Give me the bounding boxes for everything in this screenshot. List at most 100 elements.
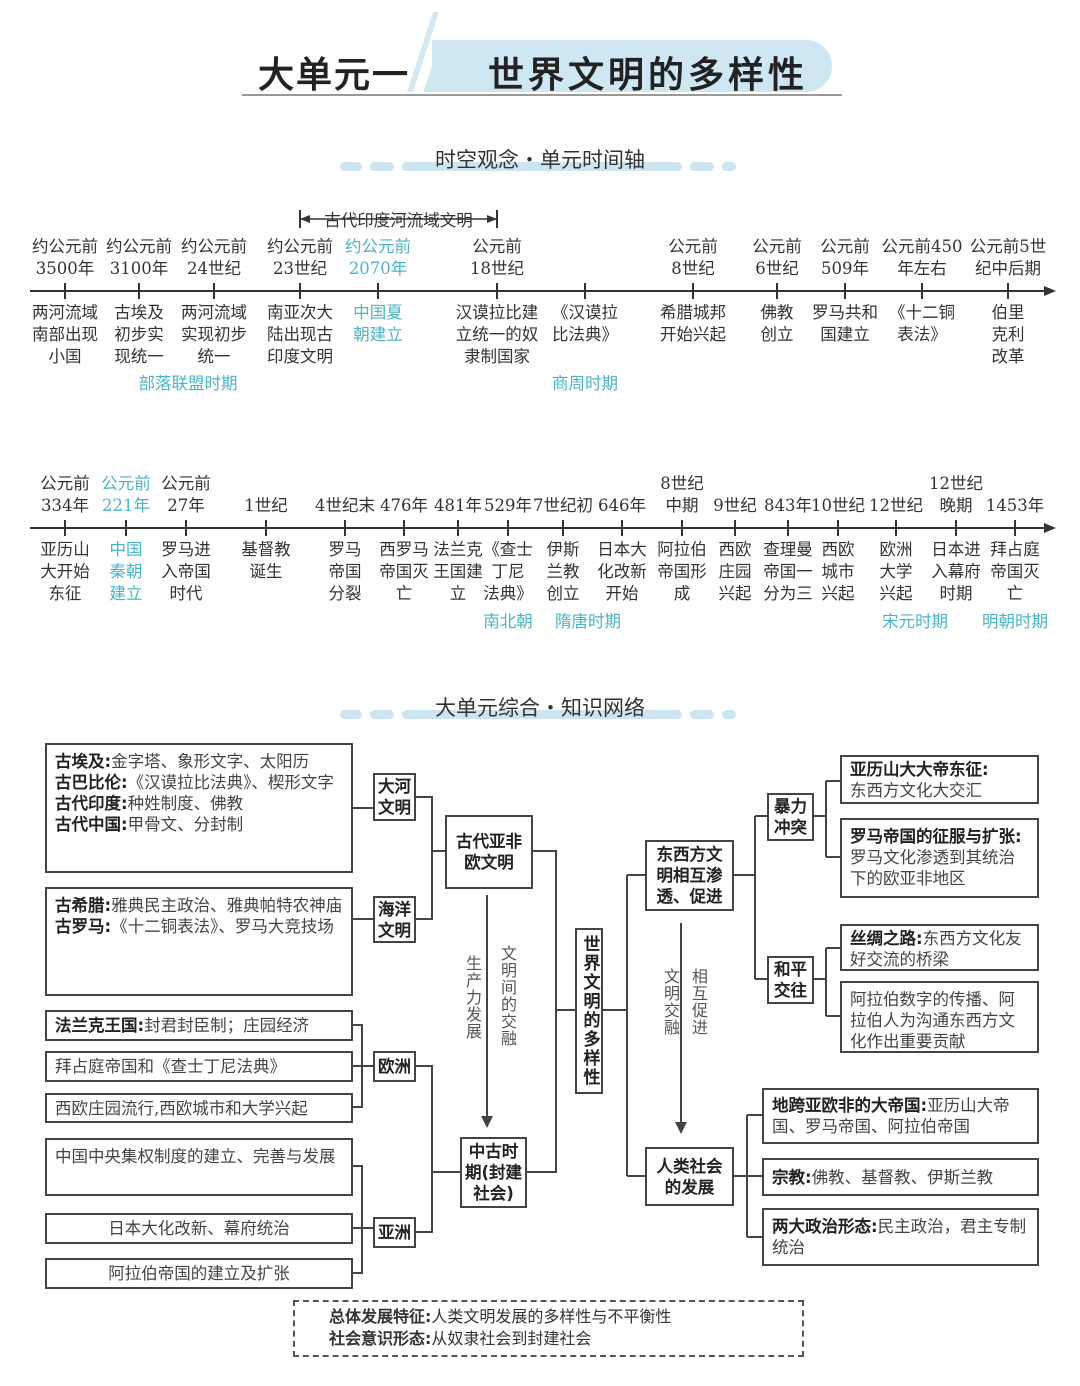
node-violent-conflict: 暴力冲突 [767,793,814,841]
timeline-event: 亚历山 大开始 东征 [40,540,90,603]
timeline-date: 约公元前 3100年 [106,237,172,278]
knowledge-item: 法兰克王国:封君封臣制；庄园经济 [45,1010,353,1041]
timeline-date: 646年 [598,496,646,515]
timeline-event: 佛教 创立 [760,303,794,344]
knowledge-item: 古埃及:金字塔、象形文字、太阳历 [55,752,310,771]
timeline-event: 法兰克 王国建 立 [433,540,483,603]
timeline-date: 公元前 6世纪 [752,237,802,278]
arrow-label: 相互促进 [689,968,708,1036]
timeline-date: 481年 [434,496,482,515]
timeline-date: 公元前 509年 [820,237,870,278]
period-label: 商周时期 [552,374,618,393]
timeline-event: 罗马共和 国建立 [812,303,878,344]
section-title-timeline: 时空观念・单元时间轴 [435,148,645,172]
node-river-civilization: 大河文明 [373,773,416,821]
arrow-head-icon [1044,286,1056,296]
ocean-civilization-details: 古希腊:雅典民主政治、雅典帕特农神庙 古罗马:《十二铜表法》、罗马大竞技场 [45,887,353,996]
node-center-topic: 世界文明的多样性 [575,928,603,1094]
timeline-date: 12世纪 晚期 [929,474,983,515]
timeline-date: 476年 [380,496,428,515]
timeline-event: 两河流域 实现初步 统一 [181,303,247,366]
timeline-event: 基督教 诞生 [241,540,291,581]
knowledge-item: 拜占庭帝国和《查士丁尼法典》 [45,1051,353,1082]
timeline-date: 公元前 18世纪 [470,237,524,278]
timeline-event: 中国夏 朝建立 [353,303,403,344]
knowledge-item: 阿拉伯数字的传播、阿拉伯人为沟通东西方文化作出重要贡献 [840,981,1039,1053]
section-decoration [340,162,744,172]
knowledge-item: 罗马帝国的征服与扩张:罗马文化渗透到其统治下的欧亚非地区 [840,818,1039,898]
timeline-date: 843年 [764,496,812,515]
node-medieval-period: 中古时期(封建社会) [460,1137,527,1208]
timeline-date: 1世纪 [244,496,288,515]
summary-box: 总体发展特征:人类文明发展的多样性与不平衡性 社会意识形态:从奴隶社会到封建社会 [293,1300,804,1357]
timeline-event: 拜占庭 帝国灭 亡 [990,540,1040,603]
unit-label: 大单元一 [258,54,411,96]
timeline-event: 阿拉伯 帝国形 成 [657,540,707,603]
knowledge-item: 两大政治形态:民主政治，君主专制统治 [762,1208,1039,1266]
timeline-event: 西欧 庄园 兴起 [718,540,752,603]
timeline-event: 南亚次大 陆出现古 印度文明 [267,303,333,366]
knowledge-item: 地跨亚欧非的大帝国:亚历山大帝国、罗马帝国、阿拉伯帝国 [762,1088,1039,1144]
timeline-date: 约公元前 3500年 [32,237,98,278]
knowledge-item: 阿拉伯帝国的建立及扩张 [45,1258,353,1289]
timeline-event: 《汉谟拉 比法典》 [552,303,618,344]
timeline-date: 4世纪末 [315,496,375,515]
node-ancient-civilization: 古代亚非欧文明 [445,815,533,889]
timeline-axis [30,527,1045,529]
period-label: 南北朝 [483,612,533,631]
timeline-date: 约公元前 24世纪 [181,237,247,278]
period-label: 部落联盟时期 [138,374,238,393]
period-label: 宋元时期 [882,612,948,631]
timeline-date: 公元前5世 纪中后期 [969,237,1047,278]
section-decoration [340,710,744,720]
node-europe: 欧洲 [373,1051,416,1082]
timeline-event: 西罗马 帝国灭 亡 [379,540,429,603]
timeline-event: 罗马 帝国 分裂 [328,540,362,603]
knowledge-item: 西欧庄园流行,西欧城市和大学兴起 [45,1093,353,1123]
node-peaceful-exchange: 和平交往 [767,956,814,1004]
timeline-date: 约公元前 23世纪 [267,237,333,278]
timeline-date: 1453年 [985,496,1045,515]
section-title-network: 大单元综合・知识网络 [435,696,645,720]
knowledge-item: 古代中国:甲骨文、分封制 [55,815,244,834]
timeline-event: 中国 秦朝 建立 [109,540,143,603]
page-title: 世界文明的多样性 [488,54,809,96]
knowledge-item: 宗教:佛教、基督教、伊斯兰教 [762,1158,1039,1196]
timeline-event: 两河流域 南部出现 小国 [32,303,98,366]
timeline-event: 古埃及 初步实 现统一 [114,303,164,366]
title-divider [242,94,842,96]
bracket-arrow [299,210,498,228]
timeline-date: 529年 [484,496,532,515]
bracket-label: 古代印度河流域文明 [324,211,473,230]
timeline-axis [30,290,1045,292]
timeline-event: 希腊城邦 开始兴起 [660,303,726,344]
timeline-date: 公元前450 年左右 [881,237,963,278]
knowledge-item: 日本大化改新、幕府统治 [45,1213,353,1244]
node-ocean-civilization: 海洋文明 [373,896,416,943]
title-banner [432,40,832,92]
knowledge-item: 古罗马:《十二铜表法》、罗马大竞技场 [55,917,334,936]
timeline-event: 日本进 入幕府 时期 [931,540,981,603]
timeline-event: 日本大 化改新 开始 [597,540,647,603]
timeline-event: 《查士 丁尼 法典》 [483,540,533,603]
timeline-date: 9世纪 [713,496,757,515]
node-east-west-exchange: 东西方文明相互渗透、促进 [645,840,734,911]
knowledge-item: 古巴比伦:《汉谟拉比法典》、楔形文字 [55,773,334,792]
period-label: 隋唐时期 [555,612,621,631]
summary-item: 总体发展特征:人类文明发展的多样性与不平衡性 [329,1307,672,1326]
period-label: 明朝时期 [982,612,1048,631]
timeline-event: 欧洲 大学 兴起 [879,540,913,603]
arrow-label: 生产力发展 [463,955,482,1040]
timeline-date: 公元前 221年 [101,474,151,515]
timeline-event: 汉谟拉比建 立统一的奴 隶制国家 [455,303,539,366]
timeline-event: 伯里 克利 改革 [991,303,1025,366]
timeline-event: 《十二铜 表法》 [889,303,955,344]
arrow-label: 文明交融 [661,968,680,1036]
timeline-date: 8世纪 中期 [660,474,704,515]
timeline-event: 罗马进 入帝国 时代 [161,540,211,603]
timeline-date: 公元前 8世纪 [668,237,718,278]
node-asia: 亚洲 [373,1217,416,1248]
timeline-date: 10世纪 [811,496,865,515]
knowledge-item: 古希腊:雅典民主政治、雅典帕特农神庙 [55,896,343,915]
